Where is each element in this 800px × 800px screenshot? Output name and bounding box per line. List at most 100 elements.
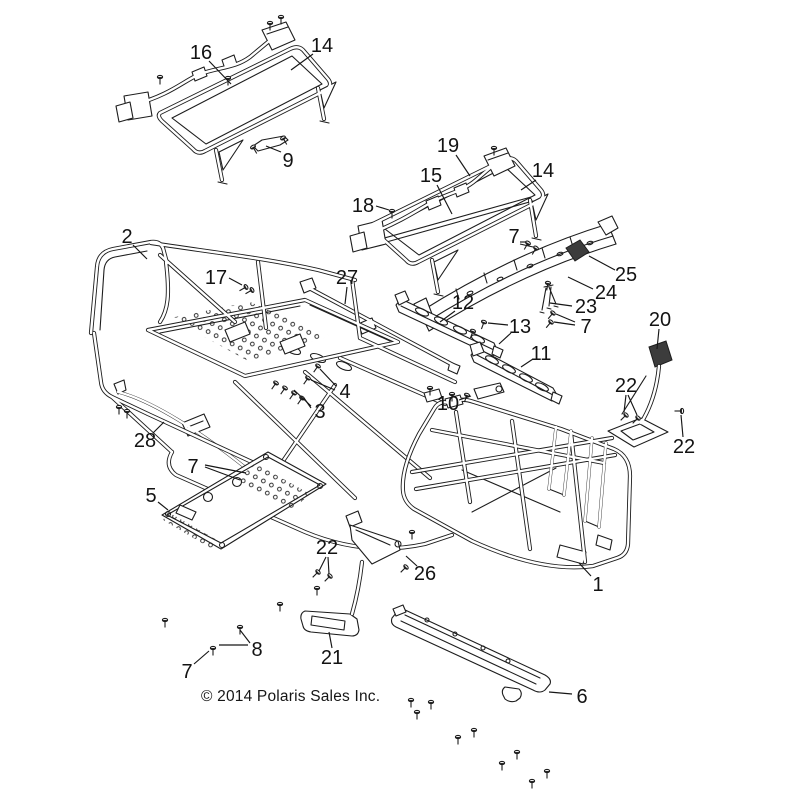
leader-line [265, 145, 282, 153]
callout-label-8: 8 [251, 639, 262, 661]
leader-line [327, 556, 330, 575]
leader-line [555, 313, 576, 323]
screw-icon [547, 310, 556, 320]
callout-label-13: 13 [509, 316, 531, 338]
stand-bracket-left [300, 510, 402, 637]
callout-label-22: 22 [316, 537, 338, 559]
leader-line [627, 394, 638, 416]
screw-icon [470, 727, 478, 738]
leader-line [208, 60, 232, 85]
cargo-rack-upper [115, 21, 337, 185]
callout-label-19: 19 [437, 135, 459, 157]
rocker-rail-right [469, 341, 563, 405]
skid-plate-holes-lower [163, 512, 222, 549]
leader-line [303, 397, 312, 409]
screw-icon [313, 363, 321, 373]
leader-line [520, 358, 534, 368]
screw-icon [209, 645, 217, 656]
bracket-head-part-20 [648, 340, 673, 368]
leader-line [656, 328, 660, 350]
leader-line [588, 255, 616, 271]
leader-line [132, 244, 148, 260]
leader-line [193, 650, 210, 665]
leader-line [344, 286, 348, 305]
screw-icon [266, 20, 274, 31]
screw-icon [620, 412, 629, 421]
screw-icon [408, 529, 416, 540]
callout-label-24: 24 [595, 282, 617, 304]
screw-icon [545, 319, 554, 329]
screw-icon [236, 624, 244, 635]
callout-label-4: 4 [339, 381, 350, 403]
callout-label-26: 26 [414, 563, 436, 585]
screw-icon [280, 385, 288, 395]
screw-icon [245, 287, 255, 295]
callout-label-21: 21 [321, 647, 343, 669]
leader-line [567, 276, 594, 290]
screw-icon [239, 284, 249, 292]
callout-label-7: 7 [187, 456, 198, 478]
screw-icon [469, 328, 477, 339]
callout-label-2: 2 [121, 226, 132, 248]
screw-icon [156, 74, 164, 85]
screw-icon [407, 697, 415, 708]
cargo-rack-lower [349, 147, 549, 297]
screw-icon [427, 699, 435, 710]
callout-label-27: 27 [336, 267, 358, 289]
screw-icon [531, 245, 539, 255]
support-bracket-part-10 [473, 382, 505, 400]
callout-label-20: 20 [649, 309, 671, 331]
screw-icon [277, 14, 285, 25]
screw-icon [161, 617, 169, 628]
screw-icon [480, 319, 488, 330]
screw-icon [463, 392, 471, 403]
screw-icon [313, 585, 321, 596]
screw-icon [250, 144, 258, 154]
screw-icon [543, 768, 551, 779]
screw-icon [400, 564, 409, 573]
leader-line [310, 379, 336, 391]
callout-label-22: 22 [673, 436, 695, 458]
leader-line [204, 464, 247, 474]
leader-line [487, 322, 509, 326]
screw-icon [324, 573, 333, 582]
jack-bracket-part-23 [539, 284, 559, 314]
callout-label-14: 14 [311, 35, 333, 57]
screw-icon [123, 408, 131, 419]
screw-icon [426, 385, 434, 396]
callout-label-28: 28 [134, 430, 156, 452]
screw-icon [276, 601, 284, 612]
screw-icon [115, 404, 123, 415]
leader-line [290, 53, 314, 71]
callout-label-7: 7 [508, 226, 519, 248]
leader-line [519, 243, 534, 248]
leader-line [498, 332, 512, 345]
callout-label-9: 9 [282, 150, 293, 172]
callout-label-17: 17 [205, 267, 227, 289]
callout-label-25: 25 [615, 264, 637, 286]
screw-icon [528, 778, 536, 789]
leader-line [553, 321, 576, 326]
screw-icon [490, 145, 498, 156]
callout-label-11: 11 [531, 343, 552, 365]
screw-icon [544, 280, 552, 291]
screw-icon [413, 709, 421, 720]
screw-icon [289, 390, 297, 400]
rocker-rail-left [394, 290, 504, 359]
screw-icon [674, 407, 685, 415]
callout-label-18: 18 [352, 195, 374, 217]
callout-label-7: 7 [580, 316, 591, 338]
callout-label-1: 1 [592, 574, 603, 596]
closeoff-plate [390, 604, 551, 703]
bracket-part-25 [565, 239, 590, 262]
screw-icon [271, 380, 279, 390]
screw-icon [632, 415, 641, 424]
strap-part-9 [252, 135, 289, 152]
skid-plate-holes-upper [238, 463, 310, 512]
leader-line [458, 395, 472, 401]
leader-line [204, 466, 241, 481]
screw-icon [448, 391, 456, 402]
main-frame-front [88, 239, 458, 551]
screw-group [115, 14, 685, 789]
